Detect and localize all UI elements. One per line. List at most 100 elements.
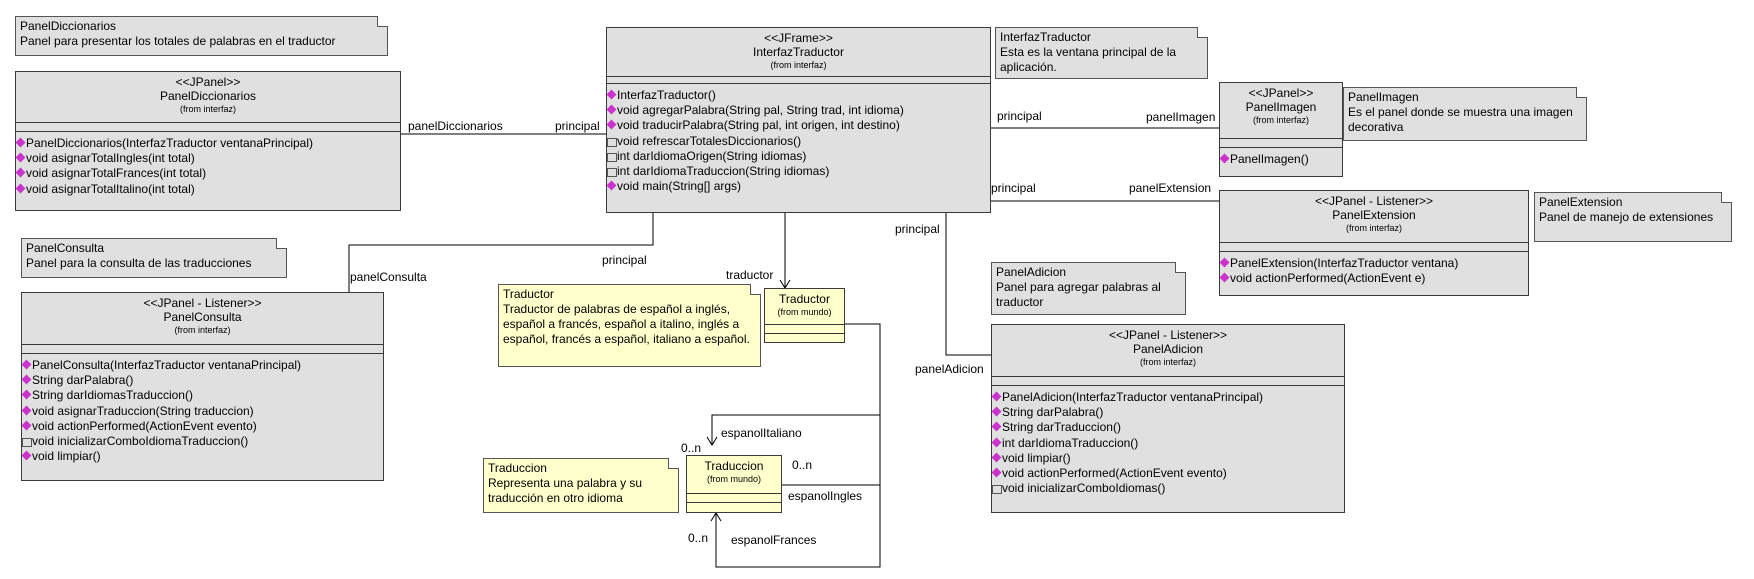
role-label-principal: principal — [555, 119, 600, 133]
role-label-espanol-frances: espanolFrances — [731, 533, 817, 547]
note-title: PanelAdicion — [996, 265, 1067, 279]
operation: void asignarTotalItalino(int total) — [26, 182, 400, 197]
operation: void actionPerformed(ActionEvent evento) — [1002, 466, 1344, 481]
stereotype: <<JPanel>> — [175, 75, 241, 89]
package-label: (from mundo) — [777, 307, 832, 317]
operations-compartment: PanelExtension(InterfazTraductor ventana… — [1220, 252, 1528, 288]
attributes-compartment — [1220, 243, 1528, 252]
attributes-compartment — [16, 123, 400, 132]
package-label: (from mundo) — [706, 474, 761, 484]
class-name: InterfazTraductor — [753, 45, 844, 59]
operation: void asignarTotalFrances(int total) — [26, 166, 400, 181]
role-label-principal: principal — [991, 181, 1036, 195]
multiplicity-label: 0..n — [792, 458, 813, 472]
package-label: (from interfaz) — [1345, 223, 1402, 233]
operation: void traducirPalabra(String pal, int ori… — [617, 118, 990, 133]
operation: PanelImagen() — [1230, 152, 1342, 167]
class-header: <<JPanel>> PanelImagen (from interfaz) — [1220, 83, 1342, 139]
class-panel-extension[interactable]: <<JPanel - Listener>> PanelExtension (fr… — [1219, 190, 1529, 296]
class-panel-consulta[interactable]: <<JPanel - Listener>> PanelConsulta (fro… — [21, 292, 384, 481]
multiplicity-label: 0..n — [688, 531, 709, 545]
stereotype: <<JPanel>> — [1248, 86, 1314, 100]
note-traduccion: Traduccion Representa una palabra y su t… — [483, 458, 679, 513]
note-title: InterfazTraductor — [1000, 30, 1091, 44]
class-traductor[interactable]: Traductor (from mundo) — [764, 288, 845, 343]
stereotype: <<JPanel - Listener>> — [143, 296, 262, 310]
assoc-espanol-frances — [715, 485, 881, 568]
operation: void actionPerformed(ActionEvent e) — [1230, 271, 1528, 286]
package-label: (from interfaz) — [770, 60, 827, 70]
operation: void actionPerformed(ActionEvent evento) — [32, 419, 383, 434]
operations-compartment: PanelImagen() — [1220, 148, 1342, 169]
note-text: Panel para la consulta de las traduccion… — [26, 256, 252, 270]
attributes-compartment — [1220, 139, 1342, 148]
operation: String darPalabra() — [1002, 405, 1344, 420]
operation: void asignarTraduccion(String traduccion… — [32, 404, 383, 419]
class-interfaz-traductor[interactable]: <<JFrame>> InterfazTraductor (from inter… — [606, 27, 991, 213]
note-text: Esta es la ventana principal de la aplic… — [1000, 45, 1177, 74]
operations-compartment: PanelAdicion(InterfazTraductor ventanaPr… — [992, 386, 1344, 498]
operation: void main(String[] args) — [617, 179, 990, 194]
operation: int darIdiomaTraduccion() — [1002, 436, 1344, 451]
note-title: Traductor — [503, 287, 554, 301]
note-title: Traduccion — [488, 461, 547, 475]
operation: InterfazTraductor() — [617, 88, 990, 103]
operation: void asignarTotalIngles(int total) — [26, 151, 400, 166]
multiplicity-label: 0..n — [681, 441, 702, 455]
operation: int darIdiomaOrigen(String idiomas) — [607, 149, 990, 164]
note-panel-imagen: PanelImagen Es el panel donde se muestra… — [1343, 87, 1587, 141]
note-text: Panel para agregar palabras al traductor — [996, 280, 1161, 309]
operation: void limpiar() — [1002, 451, 1344, 466]
note-title: PanelDiccionarios — [20, 19, 117, 33]
role-label-panel-extension: panelExtension — [1129, 181, 1212, 195]
operation: PanelConsulta(InterfazTraductor ventanaP… — [32, 358, 383, 373]
assoc-panel-consulta — [348, 213, 654, 292]
note-text: Panel para presentar los totales de pala… — [20, 34, 336, 48]
attributes-compartment — [765, 325, 844, 334]
stereotype: <<JPanel - Listener>> — [1108, 328, 1228, 342]
note-interfaz-traductor: InterfazTraductor Esta es la ventana pri… — [995, 27, 1208, 79]
role-label-panel-consulta: panelConsulta — [350, 270, 427, 284]
class-header: Traduccion (from mundo) — [687, 456, 781, 494]
attributes-compartment — [687, 494, 781, 503]
operations-compartment: PanelDiccionarios(InterfazTraductor vent… — [16, 132, 400, 199]
package-label: (from interfaz) — [179, 104, 236, 114]
role-label-panel-imagen: panelImagen — [1146, 110, 1216, 124]
note-panel-adicion: PanelAdicion Panel para agregar palabras… — [991, 262, 1186, 315]
class-panel-diccionarios[interactable]: <<JPanel>> PanelDiccionarios (from inter… — [15, 71, 401, 211]
package-label: (from interfaz) — [1139, 357, 1196, 367]
class-traduccion[interactable]: Traduccion (from mundo) — [686, 455, 782, 513]
class-header: <<JPanel>> PanelDiccionarios (from inter… — [16, 72, 400, 123]
note-panel-extension: PanelExtension Panel de manejo de extens… — [1534, 192, 1732, 242]
note-panel-consulta: PanelConsulta Panel para la consulta de … — [21, 238, 287, 278]
role-label-panel-diccionarios: panelDiccionarios — [408, 119, 503, 133]
role-label-panel-adicion: panelAdicion — [915, 362, 984, 376]
note-panel-diccionarios: PanelDiccionarios Panel para presentar l… — [15, 16, 388, 56]
package-label: (from interfaz) — [174, 325, 231, 335]
stereotype: <<JFrame>> — [764, 31, 833, 45]
note-text: Es el panel donde se muestra una imagen … — [1348, 105, 1573, 134]
class-panel-adicion[interactable]: <<JPanel - Listener>> PanelAdicion (from… — [991, 324, 1345, 513]
class-header: Traductor (from mundo) — [765, 289, 844, 325]
class-name: PanelDiccionarios — [159, 89, 257, 103]
stereotype: <<JPanel - Listener>> — [1314, 194, 1434, 208]
class-header: <<JFrame>> InterfazTraductor (from inter… — [607, 28, 990, 77]
role-label-principal: principal — [997, 109, 1042, 123]
note-title: PanelConsulta — [26, 241, 105, 255]
operation: PanelAdicion(InterfazTraductor ventanaPr… — [1002, 390, 1344, 405]
attributes-compartment — [992, 377, 1344, 386]
operation: PanelExtension(InterfazTraductor ventana… — [1230, 256, 1528, 271]
attributes-compartment — [607, 77, 990, 84]
operations-compartment: PanelConsulta(InterfazTraductor ventanaP… — [22, 354, 383, 466]
operation: int darIdiomaTraduccion(String idiomas) — [607, 164, 990, 179]
package-label: (from interfaz) — [1252, 115, 1309, 125]
note-title: PanelExtension — [1539, 195, 1623, 209]
note-traductor: Traductor Traductor de palabras de españ… — [498, 284, 761, 367]
operation: void limpiar() — [32, 449, 383, 464]
class-panel-imagen[interactable]: <<JPanel>> PanelImagen (from interfaz) P… — [1219, 82, 1343, 177]
class-name: Traductor — [779, 292, 830, 306]
note-title: PanelImagen — [1348, 90, 1419, 104]
note-text: Panel de manejo de extensiones — [1539, 210, 1714, 224]
operation: void refrescarTotalesDiccionarios() — [607, 134, 990, 149]
